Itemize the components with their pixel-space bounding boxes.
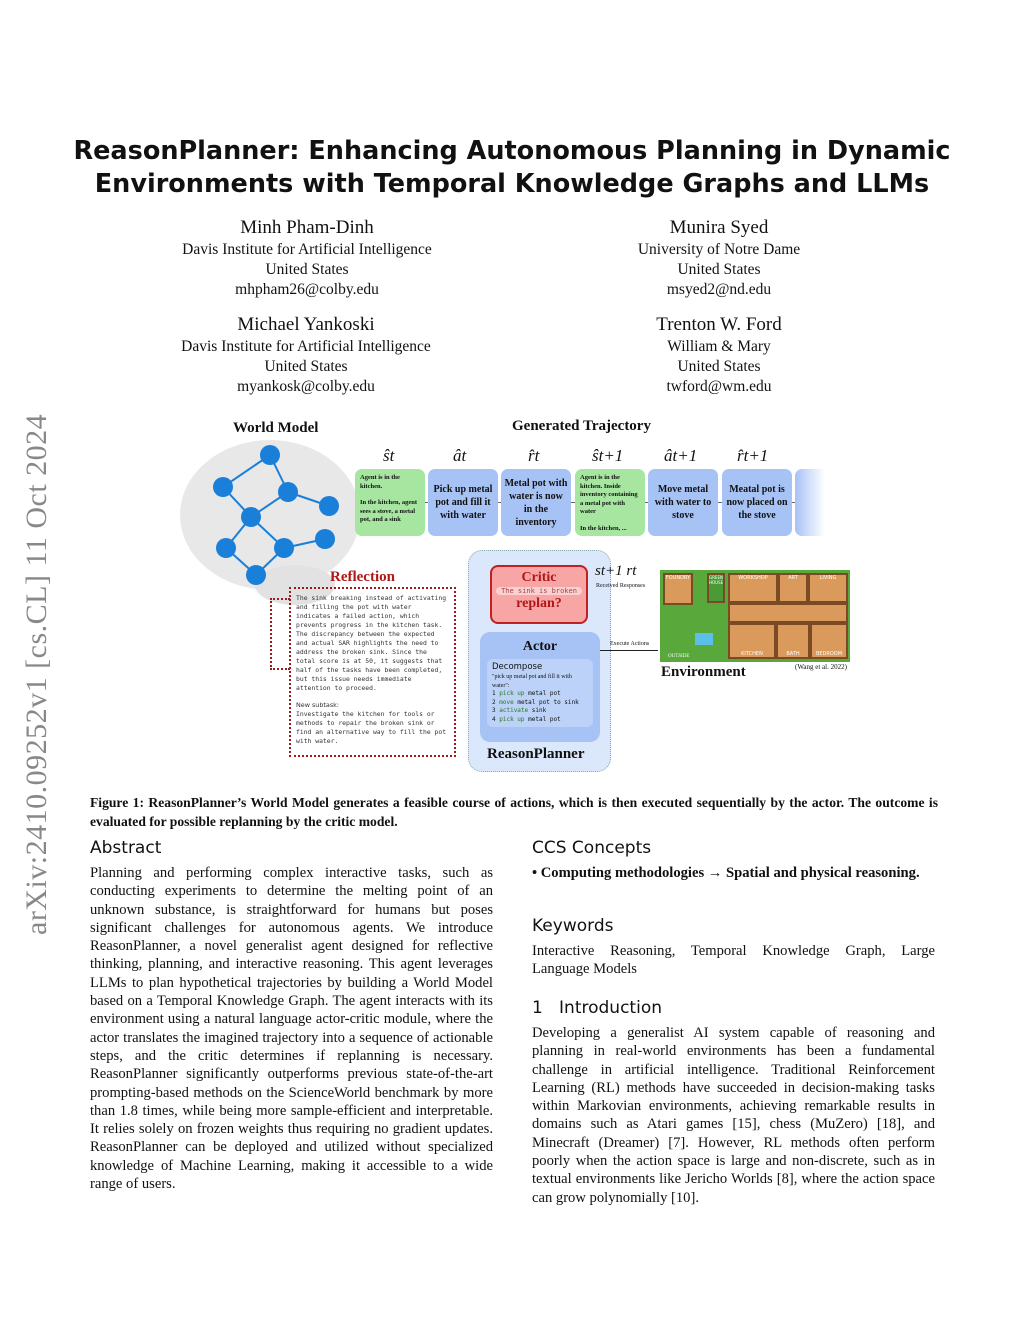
symbol-a-hat-t: ât [453, 446, 467, 465]
title-line-2: Environments with Temporal Knowledge Gra… [94, 169, 930, 199]
author-email[interactable]: twford@wm.edu [666, 378, 772, 395]
reasonplanner-label: ReasonPlanner [487, 746, 585, 762]
decompose-step: 4 pick up metal pot [492, 715, 561, 723]
world-model-label: World Model [233, 420, 319, 436]
ccs-text: • Computing methodologies → Spatial and … [532, 865, 920, 881]
author-affiliation: Davis Institute for Artificial Intellige… [181, 338, 431, 355]
symbol-a-hat-t1: ât+1 [664, 446, 698, 465]
trajectory-action-box: Move metal with water to stove [648, 469, 718, 536]
trajectory-state-box: Agent is in the kitchen. Inside inventor… [575, 469, 645, 536]
author-country: United States [677, 358, 761, 375]
author-block: Minh Pham-Dinh Davis Institute for Artif… [137, 216, 477, 300]
author-name: Munira Syed [669, 217, 769, 238]
author-affiliation: William & Mary [667, 338, 771, 355]
symbol-r-hat-t: r̂t [528, 446, 540, 465]
critic-box: Critic The sink is broken replan? [490, 565, 588, 624]
received-symbols: st+1 rt [595, 563, 637, 579]
trajectory-action-box: Pick up metal pot and fill it with water [428, 469, 498, 536]
author-name: Minh Pham-Dinh [240, 217, 374, 238]
generated-trajectory-label: Generated Trajectory [512, 418, 651, 434]
paper-title: ReasonPlanner: Enhancing Autonomous Plan… [60, 135, 964, 201]
author-country: United States [265, 261, 349, 278]
author-block: Trenton W. Ford William & Mary United St… [549, 313, 889, 397]
trajectory-reward-box: Metal pot with water is now in the inven… [501, 469, 571, 536]
author-country: United States [264, 358, 348, 375]
decompose-step: 3 activate sink [492, 707, 547, 714]
decompose-step: 2 move metal pot to sink [492, 698, 579, 706]
reflection-title: Reflection [330, 569, 395, 585]
author-email[interactable]: mhpham26@colby.edu [235, 281, 379, 298]
author-name: Michael Yankoski [237, 314, 375, 335]
environment-map: FOUNDRY WORKSHOP ART LIVING GREEN HOUSE … [660, 570, 850, 662]
author-block: Michael Yankoski Davis Institute for Art… [136, 313, 476, 397]
introduction-heading: 1 Introduction [532, 998, 662, 1018]
figure-1: World Model Generated Trajectory ŝt ât r… [180, 418, 850, 772]
author-affiliation: Davis Institute for Artificial Intellige… [182, 241, 432, 258]
brain-graph-illustration [180, 440, 360, 605]
author-name: Trenton W. Ford [656, 314, 782, 335]
author-country: United States [677, 261, 761, 278]
author-email[interactable]: msyed2@nd.edu [666, 281, 772, 298]
abstract-text: Planning and performing complex interact… [90, 865, 493, 1193]
keywords-text: Interactive Reasoning, Temporal Knowledg… [532, 943, 935, 978]
author-email[interactable]: myankosk@colby.edu [237, 378, 375, 395]
decompose-box: Decompose "pick up metal pot and fill it… [487, 659, 593, 727]
abstract-heading: Abstract [90, 838, 162, 858]
actor-box: Actor Decompose "pick up metal pot and f… [480, 632, 600, 742]
environment-citation: (Wang et al. 2022) [795, 663, 847, 671]
decompose-step: 1 pick up metal pot [492, 690, 561, 697]
introduction-text: Developing a generalist AI system capabl… [532, 1025, 935, 1206]
author-affiliation: University of Notre Dame [637, 241, 801, 258]
ccs-heading: CCS Concepts [532, 838, 652, 858]
trajectory-reward-box: Meatal pot is now placed on the stove [722, 469, 792, 536]
reflection-box: The sink breaking instead of activating … [289, 587, 456, 757]
keywords-heading: Keywords [532, 916, 614, 936]
figure-caption: Figure 1: ReasonPlanner’s World Model ge… [90, 795, 938, 829]
symbol-r-hat-t1: r̂t+1 [737, 446, 769, 465]
trajectory-state-box: Agent is in the kitchen.In the kitchen, … [355, 469, 425, 536]
received-responses-label: Received Responses [596, 583, 646, 589]
environment-label: Environment [661, 664, 746, 680]
execute-actions-label: Execute Actions [610, 641, 650, 647]
title-line-1: ReasonPlanner: Enhancing Autonomous Plan… [73, 136, 951, 166]
symbol-s-hat-t1: ŝt+1 [592, 446, 624, 465]
symbol-s-hat-t: ŝt [383, 446, 395, 465]
author-block: Munira Syed University of Notre Dame Uni… [549, 216, 889, 300]
